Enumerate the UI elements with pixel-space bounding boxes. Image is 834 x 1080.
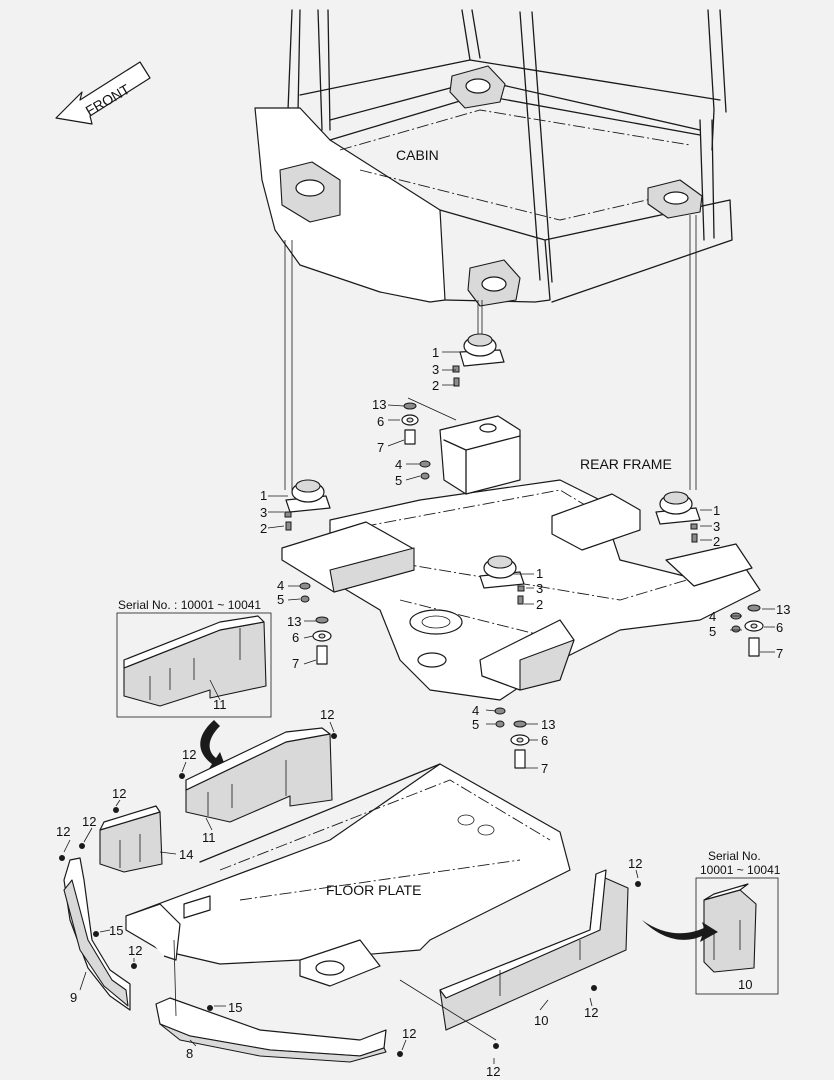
callout-6-left: 6 <box>292 630 299 645</box>
rear-frame-label: REAR FRAME <box>580 456 672 472</box>
callout-13-top: 13 <box>372 397 386 412</box>
callout-3-left: 3 <box>260 505 267 520</box>
part-8 <box>155 997 387 1063</box>
callout-3-top: 3 <box>432 362 439 377</box>
callout-numbers: 1 3 2 13 6 7 4 5 1 3 2 4 5 13 6 7 1 3 2 … <box>56 345 790 1079</box>
callout-12-d: 12 <box>82 814 96 829</box>
callout-9: 9 <box>70 990 77 1005</box>
callout-4-center: 4 <box>472 703 479 718</box>
floor-plate-label: FLOOR PLATE <box>326 882 421 898</box>
callout-12-b: 12 <box>182 747 196 762</box>
callout-13-left: 13 <box>287 614 301 629</box>
callout-2-center: 2 <box>536 597 543 612</box>
hardware-top <box>401 402 431 480</box>
callout-7-right: 7 <box>776 646 783 661</box>
inset-right: Serial No. 10001 ~ 10041 <box>695 849 781 995</box>
inset-right-serial-1: Serial No. <box>708 849 761 863</box>
callout-6-center: 6 <box>541 733 548 748</box>
callout-5-left: 5 <box>277 592 284 607</box>
callout-15-b: 15 <box>228 1000 242 1015</box>
callout-12-j: 12 <box>628 856 642 871</box>
hardware-right <box>730 604 764 657</box>
hardware-center <box>494 707 530 769</box>
callout-7-top: 7 <box>377 440 384 455</box>
callout-5-top: 5 <box>395 473 402 488</box>
callout-2-left: 2 <box>260 521 267 536</box>
inset-left-arrow <box>200 720 226 770</box>
front-arrow: FRONT <box>55 61 151 125</box>
callout-6-right: 6 <box>776 620 783 635</box>
callout-1-center: 1 <box>536 566 543 581</box>
fasteners <box>59 733 641 1057</box>
callout-6-top: 6 <box>377 414 384 429</box>
mount-right <box>655 491 701 543</box>
callout-1-top: 1 <box>432 345 439 360</box>
callout-1-left: 1 <box>260 488 267 503</box>
callout-12-a: 12 <box>320 707 334 722</box>
part-14 <box>99 805 163 873</box>
callout-13-center: 13 <box>541 717 555 732</box>
inset-left: Serial No. : 10001 ~ 10041 <box>116 598 272 718</box>
callout-3-center: 3 <box>536 581 543 596</box>
callout-10-main: 10 <box>534 1013 548 1028</box>
callout-2-right: 2 <box>713 534 720 549</box>
callout-3-right: 3 <box>713 519 720 534</box>
callout-2-top: 2 <box>432 378 439 393</box>
callout-1-right: 1 <box>713 503 720 518</box>
mount-left <box>284 479 331 531</box>
callout-12-h: 12 <box>486 1064 500 1079</box>
callout-5-right: 5 <box>709 624 716 639</box>
callout-12-e: 12 <box>56 824 70 839</box>
part-10 <box>439 869 629 1031</box>
callout-7-left: 7 <box>292 656 299 671</box>
inset-right-arrow <box>642 920 718 942</box>
part-9 <box>63 857 131 1011</box>
cabin: CABIN <box>254 9 733 307</box>
callout-4-left: 4 <box>277 578 284 593</box>
callout-12-g: 12 <box>402 1026 416 1041</box>
callout-13-right: 13 <box>776 602 790 617</box>
floor-plate: FLOOR PLATE <box>125 763 571 987</box>
callout-7-center: 7 <box>541 761 548 776</box>
callout-4-top: 4 <box>395 457 402 472</box>
callout-15-a: 15 <box>109 923 123 938</box>
callout-11-inset: 11 <box>213 697 227 712</box>
callout-8: 8 <box>186 1046 193 1061</box>
callout-12-c: 12 <box>112 786 126 801</box>
cabin-label: CABIN <box>396 147 439 163</box>
inset-right-serial-2: 10001 ~ 10041 <box>700 863 781 877</box>
callout-10-inset: 10 <box>738 977 752 992</box>
callout-11-main: 11 <box>202 830 216 845</box>
mount-center <box>479 555 525 605</box>
callout-12-i: 12 <box>584 1005 598 1020</box>
callout-leaders <box>63 351 775 1064</box>
mount-top <box>452 333 505 387</box>
inset-left-serial: Serial No. : 10001 ~ 10041 <box>118 598 261 612</box>
callout-14: 14 <box>179 847 193 862</box>
hardware-left <box>299 582 332 665</box>
callout-5-center: 5 <box>472 717 479 732</box>
part-11 <box>185 727 333 823</box>
rear-frame: REAR FRAME <box>281 415 761 701</box>
callout-12-f: 12 <box>128 943 142 958</box>
callout-4-right: 4 <box>709 609 716 624</box>
